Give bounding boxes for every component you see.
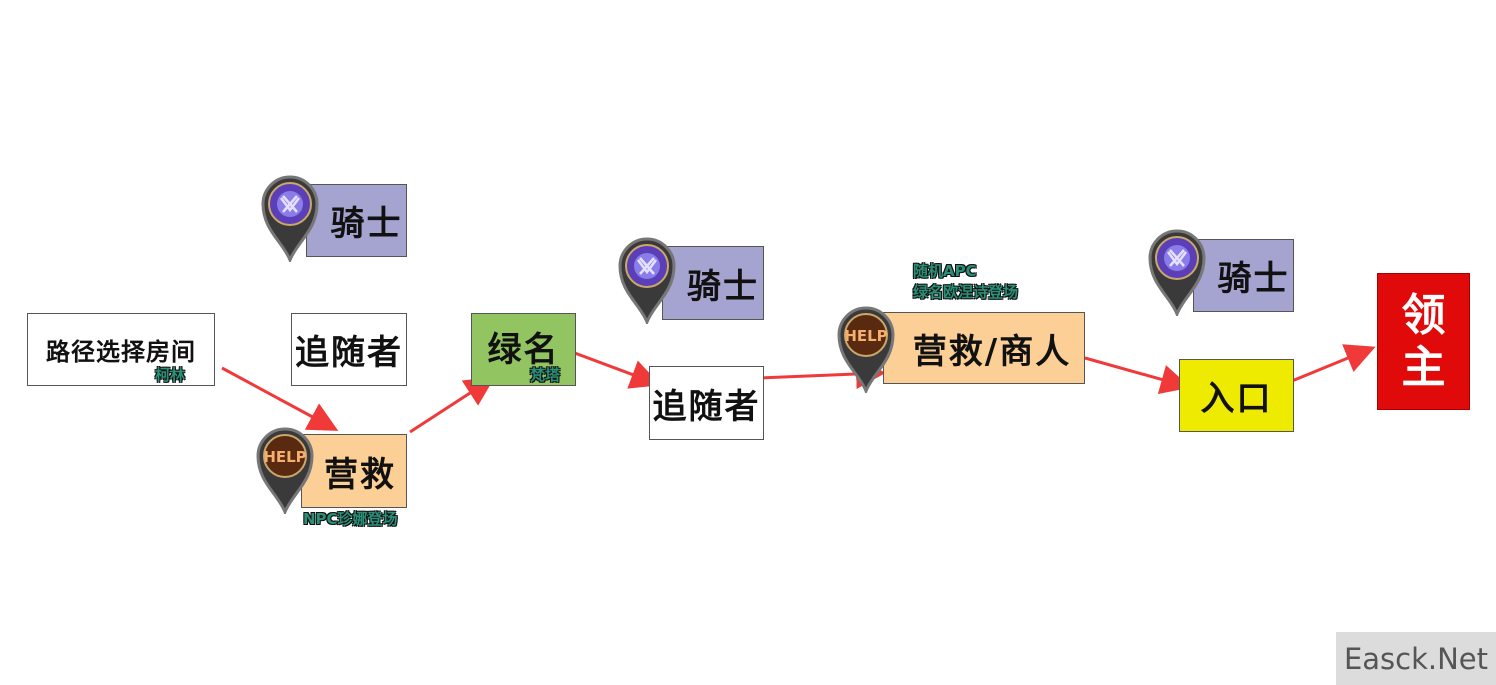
route-select-label: 路径选择房间 — [46, 338, 196, 366]
rescue-label-1: 营救 — [324, 454, 396, 495]
follower-label-2: 追随者 — [652, 386, 761, 427]
rescue-node-1: 营救 — [301, 434, 407, 508]
entrance-node: 入口 — [1179, 359, 1294, 432]
follower-node-2: 追随者 — [649, 366, 764, 440]
route-select-node: 路径选择房间 — [27, 313, 215, 386]
boss-label-line2: 主 — [1401, 341, 1446, 393]
svg-text:HELP: HELP — [844, 327, 887, 345]
green-name-sub: 梵塔 — [530, 366, 561, 384]
watermark: Easck.Net — [1336, 632, 1496, 685]
knight-label-2: 骑士 — [687, 266, 759, 307]
knight-icon — [261, 175, 319, 262]
arrow-route-to-rescue — [221, 366, 339, 431]
svg-text:HELP: HELP — [263, 448, 306, 466]
knight-icon — [618, 237, 676, 324]
follower-label-1: 追随者 — [295, 333, 403, 373]
help-icon: HELP — [837, 306, 895, 393]
boss-label-line1: 领 — [1401, 289, 1446, 341]
entrance-label: 入口 — [1200, 379, 1273, 419]
knight-label-3: 骑士 — [1217, 259, 1290, 299]
follower-node-1: 追随者 — [291, 313, 407, 386]
rescue-merchant-node: 营救/商人 — [883, 312, 1085, 384]
knight-node-1: 骑士 — [306, 184, 407, 257]
help-icon: HELP — [256, 427, 314, 514]
arrow-rescue-merchant-to-entrance — [1084, 356, 1191, 394]
rescue-merchant-note-1: 随机APC — [913, 262, 977, 280]
green-name-node: 绿名 — [471, 313, 576, 386]
knight-node-3: 骑士 — [1193, 239, 1294, 312]
arrow-green-to-follower — [571, 350, 661, 389]
route-select-sub: 柯林 — [155, 366, 186, 384]
arrow-entrance-to-boss — [1286, 344, 1376, 385]
rescue-sub-1: NPC珍娜登场 — [303, 510, 398, 528]
boss-node: 领 主 — [1377, 273, 1470, 410]
green-name-label: 绿名 — [487, 330, 560, 370]
knight-icon — [1148, 229, 1206, 316]
rescue-merchant-note-2: 绿名欧涅诗登场 — [913, 283, 1019, 301]
arrow-rescue-to-green — [409, 376, 496, 434]
rescue-merchant-label: 营救/商人 — [912, 331, 1072, 372]
knight-label-1: 骑士 — [330, 204, 403, 244]
